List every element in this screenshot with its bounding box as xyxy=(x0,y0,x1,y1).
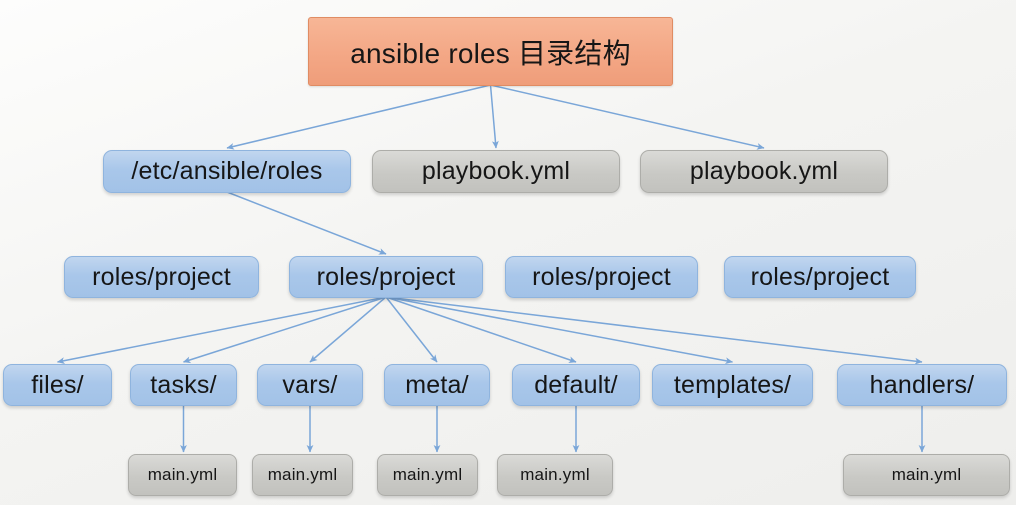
node-roles-project-4: roles/project xyxy=(724,256,916,298)
edge-arrow-roles-project-2-to-default xyxy=(385,296,577,363)
node-playbook-yml-2: playbook.yml xyxy=(640,150,888,193)
edge-arrow-root-to-etc-ansible-roles xyxy=(226,84,491,150)
edge-arrow-roles-project-2-to-tasks xyxy=(183,296,387,364)
node-main-yml-meta: main.yml xyxy=(377,454,478,496)
edge-arrow-roles-project-2-to-meta xyxy=(385,296,438,363)
node-playbook-yml-1: playbook.yml xyxy=(372,150,620,193)
node-main-yml-tasks: main.yml xyxy=(128,454,237,496)
node-etc-ansible-roles: /etc/ansible/roles xyxy=(103,150,351,193)
node-meta: meta/ xyxy=(384,364,490,406)
node-handlers: handlers/ xyxy=(837,364,1007,406)
edge-arrow-roles-project-2-to-templates xyxy=(385,296,733,365)
edge-arrow-root-to-playbook-yml-2 xyxy=(490,84,765,150)
edge-arrow-root-to-playbook-yml-1 xyxy=(489,84,499,149)
node-templates: templates/ xyxy=(652,364,813,406)
node-roles-project-3: roles/project xyxy=(505,256,698,298)
node-roles-project-2: roles/project xyxy=(289,256,483,298)
node-main-yml-default: main.yml xyxy=(497,454,613,496)
edge-arrow-roles-project-2-to-vars xyxy=(309,296,387,363)
edge-arrow-etc-ansible-roles-to-roles-project-2 xyxy=(226,191,387,255)
node-vars: vars/ xyxy=(257,364,363,406)
node-tasks: tasks/ xyxy=(130,364,237,406)
node-default: default/ xyxy=(512,364,640,406)
node-main-yml-vars: main.yml xyxy=(252,454,353,496)
edge-arrow-roles-project-2-to-handlers xyxy=(385,296,923,365)
node-roles-project-1: roles/project xyxy=(64,256,259,298)
node-files: files/ xyxy=(3,364,112,406)
edge-arrow-roles-project-2-to-files xyxy=(57,296,387,364)
node-main-yml-handlers: main.yml xyxy=(843,454,1010,496)
node-root: ansible roles 目录结构 xyxy=(308,17,673,86)
